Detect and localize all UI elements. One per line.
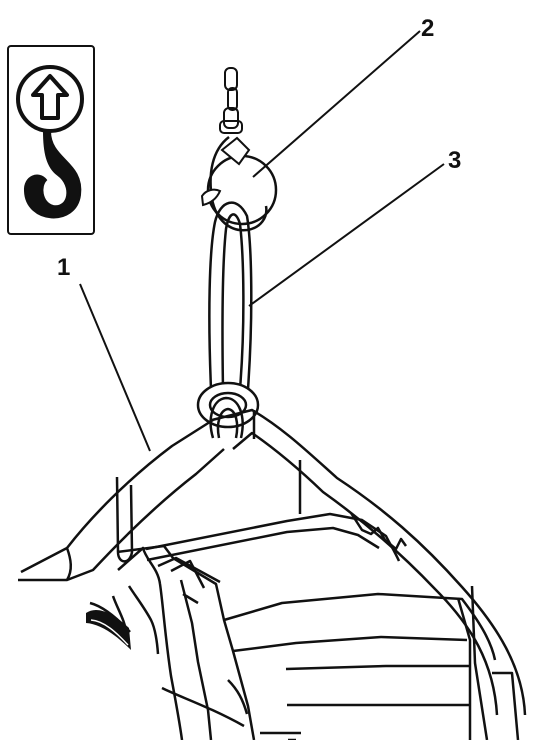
callout-leaders bbox=[79, 30, 445, 452]
machine-frame-icon bbox=[18, 408, 527, 740]
chain-icon bbox=[219, 67, 243, 134]
lifting-sling-icon bbox=[196, 201, 260, 439]
callout-3-leader bbox=[248, 163, 445, 307]
callout-1-leader bbox=[79, 283, 151, 452]
callout-2-leader bbox=[252, 30, 421, 178]
callout-3: 3 bbox=[448, 147, 462, 174]
callout-1: 1 bbox=[57, 254, 71, 281]
lifting-point-symbol-icon bbox=[7, 45, 95, 235]
crane-hook-icon bbox=[200, 136, 278, 232]
callout-2: 2 bbox=[421, 15, 435, 42]
machine-vent-icon bbox=[86, 609, 131, 660]
